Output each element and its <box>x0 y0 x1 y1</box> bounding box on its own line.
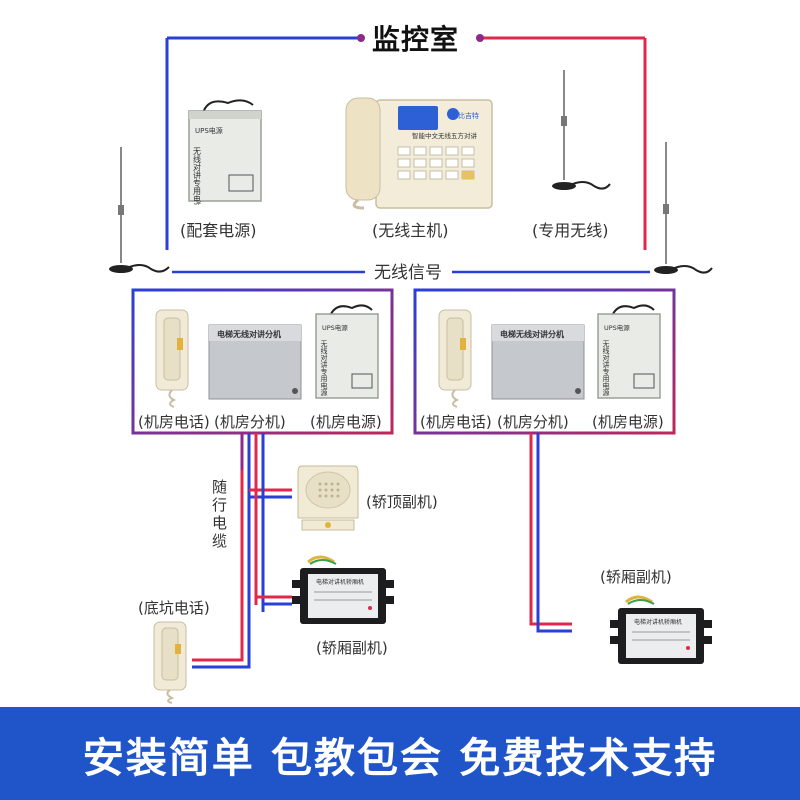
wall-phone-icon <box>155 309 189 408</box>
svg-text:无线对讲专用电源: 无线对讲专用电源 <box>193 147 202 205</box>
machine-room-power-2: UPS电源 无线对讲专用电源 <box>594 302 664 406</box>
svg-text:UPS电源: UPS电源 <box>195 126 223 135</box>
left-antenna <box>105 145 175 284</box>
svg-text:无线对讲专用电源: 无线对讲专用电源 <box>602 340 610 397</box>
car-sub-unit-icon: 电梯对讲机轿厢机 <box>610 595 712 664</box>
wireless-host-device: 比吉特 智能中文无线五方对讲 <box>338 92 498 214</box>
ups-power-icon: UPS电源 无线对讲专用电源 <box>315 304 379 399</box>
svg-text:无线对讲专用电源: 无线对讲专用电源 <box>320 340 328 397</box>
wireless-host-icon: 比吉特 智能中文无线五方对讲 <box>345 97 493 210</box>
machine-room-ext-label-2: (机房分机) <box>497 413 569 431</box>
monitor-room-frame <box>165 36 647 251</box>
frame-dot-left <box>357 34 365 42</box>
extension-box-icon: 电梯无线对讲分机 <box>208 324 302 400</box>
speaker-icon <box>297 465 359 531</box>
trailing-cable-1 <box>192 433 251 669</box>
car-sub-right-label: (轿厢副机) <box>600 568 672 586</box>
wall-phone-icon <box>153 621 187 704</box>
svg-text:电梯无线对讲分机: 电梯无线对讲分机 <box>217 329 281 339</box>
svg-text:电梯对讲机轿厢机: 电梯对讲机轿厢机 <box>316 578 364 586</box>
branch-to-car-top <box>249 433 292 612</box>
pit-phone-device <box>150 620 192 708</box>
machine-room-phone-label-1: (机房电话) <box>138 413 210 431</box>
machine-room-phone-2 <box>435 308 475 412</box>
promo-banner-text: 安装简单 包教包会 免费技术支持 <box>82 733 718 782</box>
right-antenna <box>648 140 718 284</box>
ups-power-icon: UPS电源 无线对讲专用电源 <box>597 304 661 399</box>
antenna-icon <box>552 70 611 190</box>
machine-room-ext-label-1: (机房分机) <box>214 413 286 431</box>
trailing-cable-2 <box>529 433 572 633</box>
antenna-icon <box>654 142 713 274</box>
svg-text:比吉特: 比吉特 <box>458 111 479 120</box>
ups-power-icon: UPS电源 无线对讲专用电源 <box>188 99 262 212</box>
svg-text:电梯对讲机轿厢机: 电梯对讲机轿厢机 <box>634 618 682 626</box>
car-sub-unit-icon: 电梯对讲机轿厢机 <box>292 555 394 624</box>
car-top-sub-label: (轿顶副机) <box>366 493 438 511</box>
machine-room-phone-1 <box>152 308 192 412</box>
wireless-host-label: (无线主机) <box>372 221 449 240</box>
machine-room-phone-label-2: (机房电话) <box>420 413 492 431</box>
car-top-sub-device <box>296 462 360 536</box>
promo-banner: 安装简单 包教包会 免费技术支持 <box>0 707 800 800</box>
pit-phone-label: (底坑电话) <box>138 599 210 617</box>
trailing-cable-label: 随行电缆 <box>212 478 228 550</box>
svg-text:UPS电源: UPS电源 <box>604 323 630 332</box>
ups-power-device: UPS电源 无线对讲专用电源 <box>183 95 268 212</box>
machine-room-box-2 <box>413 288 676 435</box>
svg-text:电梯无线对讲分机: 电梯无线对讲分机 <box>500 329 564 339</box>
svg-text:UPS电源: UPS电源 <box>322 323 348 332</box>
branch-to-car-sub-left <box>256 595 292 606</box>
ups-power-label: (配套电源) <box>180 221 257 240</box>
machine-room-power-label-2: (机房电源) <box>592 413 664 431</box>
wireless-signal-label: 无线信号 <box>372 258 444 283</box>
machine-room-power-label-1: (机房电源) <box>310 413 382 431</box>
svg-text:智能中文无线五方对讲: 智能中文无线五方对讲 <box>412 131 478 140</box>
machine-room-extension-1: 电梯无线对讲分机 <box>207 321 303 407</box>
dedicated-antenna-label: (专用无线) <box>532 221 609 240</box>
antenna-icon <box>109 147 170 273</box>
dedicated-antenna-device <box>544 68 614 202</box>
monitor-room-title: 监控室 <box>372 23 460 56</box>
car-sub-left-device: 电梯对讲机轿厢机 <box>290 552 396 636</box>
frame-dot-right <box>476 34 484 42</box>
extension-box-icon: 电梯无线对讲分机 <box>491 324 585 400</box>
wall-phone-icon <box>438 309 472 408</box>
car-sub-right-device: 电梯对讲机轿厢机 <box>608 592 714 676</box>
machine-room-power-1: UPS电源 无线对讲专用电源 <box>312 302 382 406</box>
car-sub-left-label: (轿厢副机) <box>316 639 388 657</box>
machine-room-extension-2: 电梯无线对讲分机 <box>490 321 586 407</box>
